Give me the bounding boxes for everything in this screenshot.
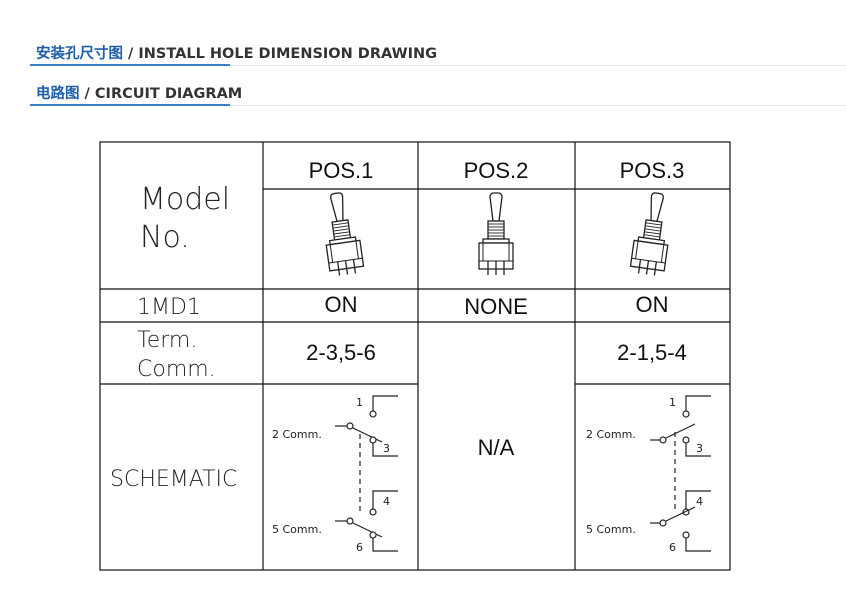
schem1-t2: 2 Comm. (272, 428, 322, 441)
model-label-line2: No. (140, 220, 190, 255)
section-header-circuit: 电路图 / CIRCUIT DIAGRAM (0, 82, 846, 112)
schematic-pos2-value: N/A (478, 435, 515, 460)
schem3-t2: 2 Comm. (586, 428, 636, 441)
schematic-pos1 (335, 395, 398, 552)
circuit-diagram-table: Model No. POS.1 POS.2 POS.3 1MD1 ON NONE… (99, 141, 731, 571)
row-label-1md1: 1MD1 (137, 295, 201, 320)
term-pos3-value: 2-1,5-4 (617, 340, 687, 365)
toggle-switch-pos2-icon (478, 192, 514, 276)
schematic-pos3 (650, 395, 711, 552)
schem1-t4: 4 (383, 495, 390, 508)
row-label-comm: Comm. (137, 357, 216, 382)
section-title-circuit: 电路图 / CIRCUIT DIAGRAM (36, 82, 242, 103)
toggle-switch-pos1-icon (318, 190, 365, 278)
section-header-install: 安装孔尺寸图 / INSTALL HOLE DIMENSION DRAWING (0, 42, 846, 72)
row-label-schematic: SCHEMATIC (110, 467, 237, 492)
pos1-header: POS.1 (309, 158, 374, 183)
pos3-header: POS.3 (620, 158, 685, 183)
schem1-t1: 1 (356, 396, 363, 409)
schem3-t3: 3 (696, 442, 703, 455)
schem3-t1: 1 (669, 396, 676, 409)
schem1-t3: 3 (383, 442, 390, 455)
section-title-install: 安装孔尺寸图 / INSTALL HOLE DIMENSION DRAWING (36, 42, 437, 63)
section-title-cn: 电路图 (36, 86, 80, 102)
model-label-line1: Model (140, 182, 230, 217)
section-accent-line (30, 64, 230, 66)
pos2-header: POS.2 (464, 158, 529, 183)
section-title-en: INSTALL HOLE DIMENSION DRAWING (138, 46, 437, 62)
1md1-pos2-value: NONE (464, 294, 528, 319)
1md1-pos1-value: ON (325, 292, 358, 317)
section-title-cn: 安装孔尺寸图 (36, 46, 123, 62)
section-divider (230, 65, 846, 66)
row-label-term: Term. (137, 328, 197, 353)
schem1-t5: 5 Comm. (272, 523, 322, 536)
schem3-t4: 4 (696, 495, 703, 508)
section-title-separator: / (79, 86, 95, 102)
section-accent-line (30, 104, 230, 106)
section-title-separator: / (123, 46, 139, 62)
section-divider (230, 105, 846, 106)
1md1-pos3-value: ON (636, 292, 669, 317)
section-title-en: CIRCUIT DIAGRAM (94, 86, 243, 102)
table-grid (99, 141, 731, 571)
term-pos1-value: 2-3,5-6 (306, 340, 376, 365)
schem3-t6: 6 (669, 541, 676, 554)
schem3-t5: 5 Comm. (586, 523, 636, 536)
toggle-switch-pos3-icon (629, 190, 676, 278)
schem1-t6: 6 (356, 541, 363, 554)
